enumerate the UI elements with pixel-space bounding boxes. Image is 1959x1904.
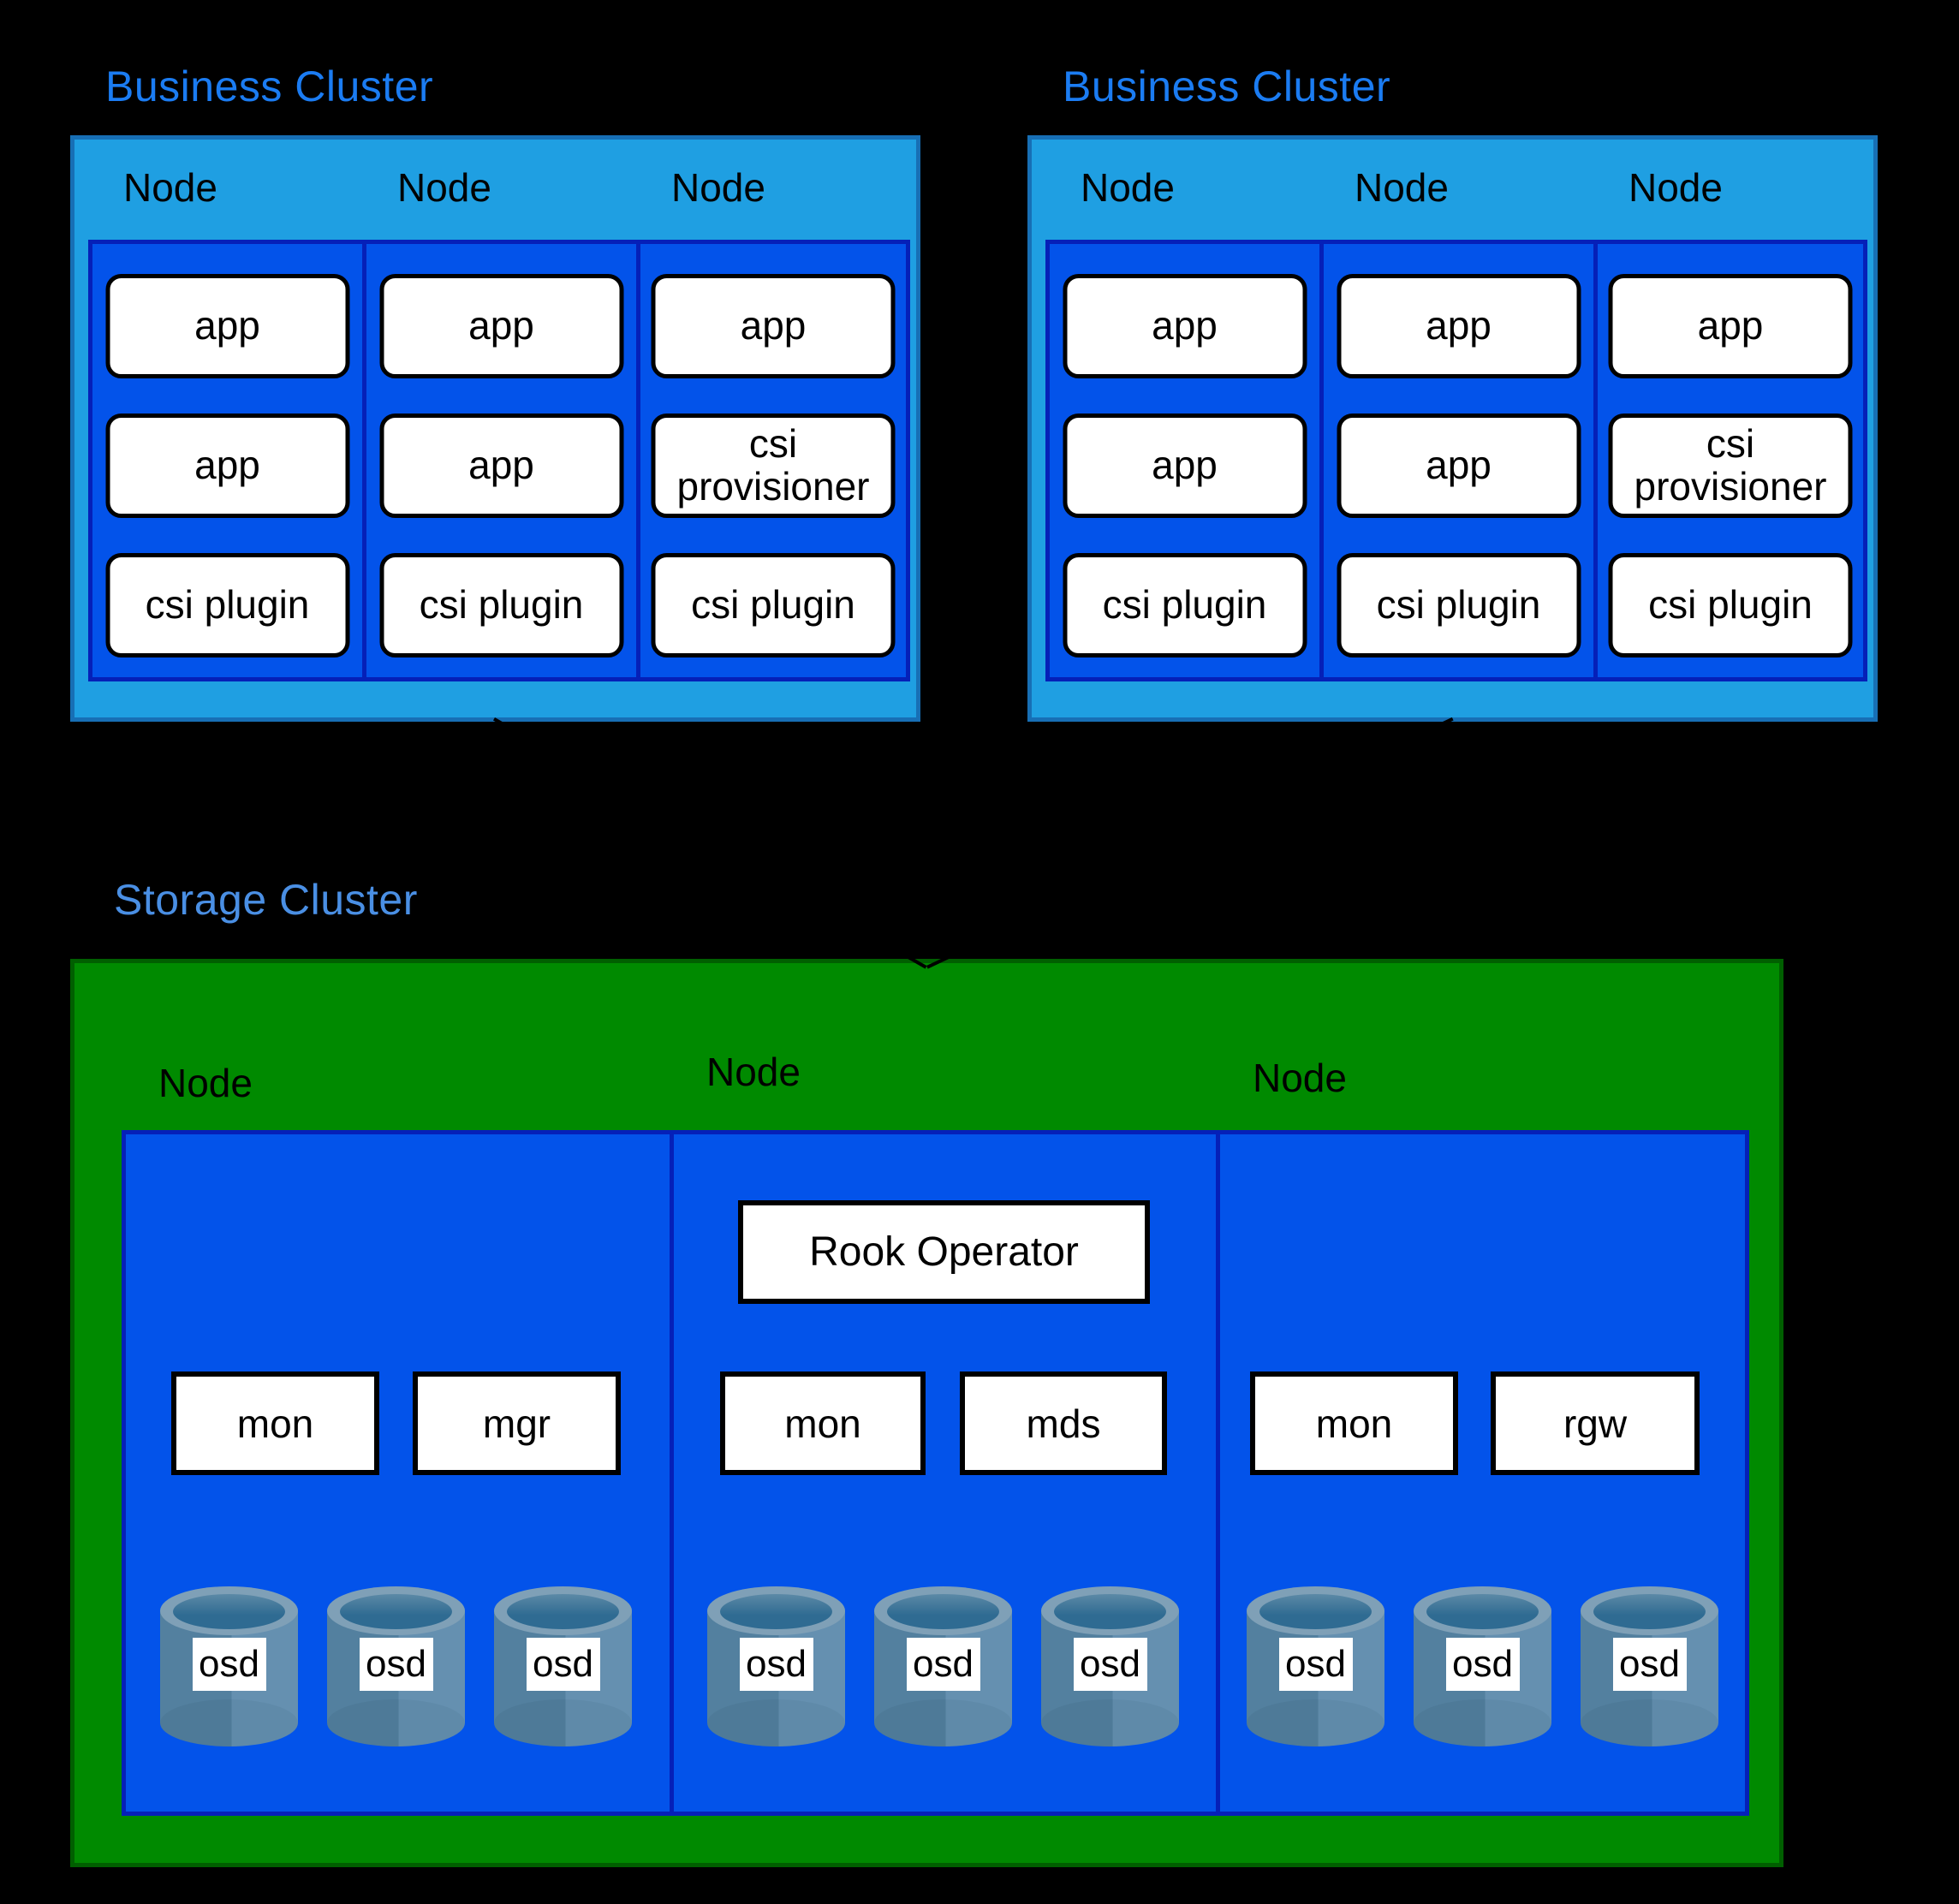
- node-column: app app csi plugin: [92, 244, 362, 677]
- cylinder-bottom: [1414, 1699, 1551, 1746]
- pod-csi-plugin: csi plugin: [105, 553, 349, 657]
- cylinder-hole: [887, 1594, 999, 1629]
- pod-app: app: [1608, 274, 1853, 378]
- cylinder-hole: [1259, 1594, 1372, 1629]
- column-divider: [1593, 244, 1598, 677]
- node-column: app csi provisioner csi plugin: [640, 244, 906, 677]
- column-divider: [1319, 244, 1324, 677]
- nodes-panel: app app csi plugin app app csi plugin ap…: [88, 240, 910, 681]
- connector-line: [493, 717, 927, 969]
- osd-label: osd: [1073, 1638, 1147, 1691]
- rook-operator-box: Rook Operator: [738, 1200, 1150, 1304]
- service-rgw-box: rgw: [1491, 1371, 1700, 1475]
- cylinder-hole: [173, 1594, 285, 1629]
- node-label: Node: [706, 1050, 801, 1094]
- pod-app: app: [651, 274, 896, 378]
- node-label: Node: [1081, 165, 1175, 210]
- osd-cylinder: osd: [1041, 1586, 1179, 1746]
- osd-cylinder: osd: [707, 1586, 845, 1746]
- storage-cluster-title: Storage Cluster: [114, 876, 418, 924]
- node-label: Node: [1355, 165, 1449, 210]
- cylinder-bottom: [327, 1699, 465, 1746]
- osd-cylinder: osd: [494, 1586, 632, 1746]
- osd-label: osd: [1612, 1638, 1687, 1691]
- business-cluster-box: Node Node Node app app csi plugin app ap…: [70, 135, 920, 722]
- storage-cluster-box: Node Node Node Rook Operator mon mgr mon…: [70, 959, 1783, 1867]
- node-column: app csi provisioner csi plugin: [1598, 244, 1863, 677]
- pod-app: app: [1063, 414, 1307, 518]
- service-mds-box: mds: [960, 1371, 1167, 1475]
- node-label: Node: [397, 165, 491, 210]
- service-mgr-box: mgr: [413, 1371, 621, 1475]
- cylinder-hole: [507, 1594, 619, 1629]
- cylinder-bottom: [874, 1699, 1012, 1746]
- column-divider: [362, 244, 366, 677]
- osd-cylinder: osd: [1414, 1586, 1551, 1746]
- business-cluster-box: Node Node Node app app csi plugin app ap…: [1027, 135, 1878, 722]
- node-label: Node: [123, 165, 217, 210]
- pod-csi-plugin: csi plugin: [1063, 553, 1307, 657]
- pod-app: app: [1063, 274, 1307, 378]
- pod-csi-plugin: csi plugin: [1337, 553, 1581, 657]
- node-label: Node: [158, 1061, 253, 1105]
- storage-nodes-panel: Rook Operator mon mgr mon mds mon rgw os…: [122, 1130, 1749, 1816]
- pod-csi-plugin: csi plugin: [379, 553, 623, 657]
- node-label: Node: [1253, 1056, 1347, 1100]
- business-cluster-title: Business Cluster: [105, 62, 434, 110]
- pod-app: app: [1337, 414, 1581, 518]
- column-divider: [636, 244, 640, 677]
- osd-cylinder: osd: [160, 1586, 298, 1746]
- cylinder-hole: [340, 1594, 452, 1629]
- cylinder-hole: [720, 1594, 832, 1629]
- pod-csi-plugin: csi plugin: [1608, 553, 1853, 657]
- service-mon-box: mon: [171, 1371, 379, 1475]
- cylinder-bottom: [707, 1699, 845, 1746]
- osd-label: osd: [526, 1638, 600, 1691]
- cylinder-bottom: [1247, 1699, 1384, 1746]
- pod-app: app: [379, 414, 623, 518]
- service-mon-box: mon: [1250, 1371, 1458, 1475]
- pod-app: app: [105, 274, 349, 378]
- node-label: Node: [671, 165, 765, 210]
- connector-line: [926, 717, 1454, 969]
- pod-app: app: [1337, 274, 1581, 378]
- column-divider: [670, 1134, 674, 1812]
- column-divider: [1216, 1134, 1220, 1812]
- osd-cylinder: osd: [874, 1586, 1012, 1746]
- pod-csi-provisioner: csi provisioner: [651, 414, 896, 518]
- pod-csi-plugin: csi plugin: [651, 553, 896, 657]
- osd-label: osd: [1278, 1638, 1353, 1691]
- osd-label: osd: [906, 1638, 980, 1691]
- pod-csi-provisioner: csi provisioner: [1608, 414, 1853, 518]
- node-label: Node: [1629, 165, 1723, 210]
- cylinder-hole: [1593, 1594, 1706, 1629]
- pod-app: app: [105, 414, 349, 518]
- osd-cylinder: osd: [327, 1586, 465, 1746]
- business-cluster-title: Business Cluster: [1063, 62, 1391, 110]
- node-column: app app csi plugin: [1050, 244, 1319, 677]
- cylinder-bottom: [494, 1699, 632, 1746]
- cylinder-hole: [1426, 1594, 1539, 1629]
- osd-label: osd: [192, 1638, 266, 1691]
- service-mon-box: mon: [720, 1371, 926, 1475]
- nodes-panel: app app csi plugin app app csi plugin ap…: [1045, 240, 1867, 681]
- cylinder-hole: [1054, 1594, 1166, 1629]
- node-column: app app csi plugin: [366, 244, 636, 677]
- osd-label: osd: [739, 1638, 813, 1691]
- pod-app: app: [379, 274, 623, 378]
- osd-label: osd: [359, 1638, 433, 1691]
- node-column: app app csi plugin: [1324, 244, 1593, 677]
- cylinder-bottom: [160, 1699, 298, 1746]
- cylinder-bottom: [1041, 1699, 1179, 1746]
- cylinder-bottom: [1581, 1699, 1718, 1746]
- osd-cylinder: osd: [1247, 1586, 1384, 1746]
- osd-label: osd: [1445, 1638, 1520, 1691]
- osd-cylinder: osd: [1581, 1586, 1718, 1746]
